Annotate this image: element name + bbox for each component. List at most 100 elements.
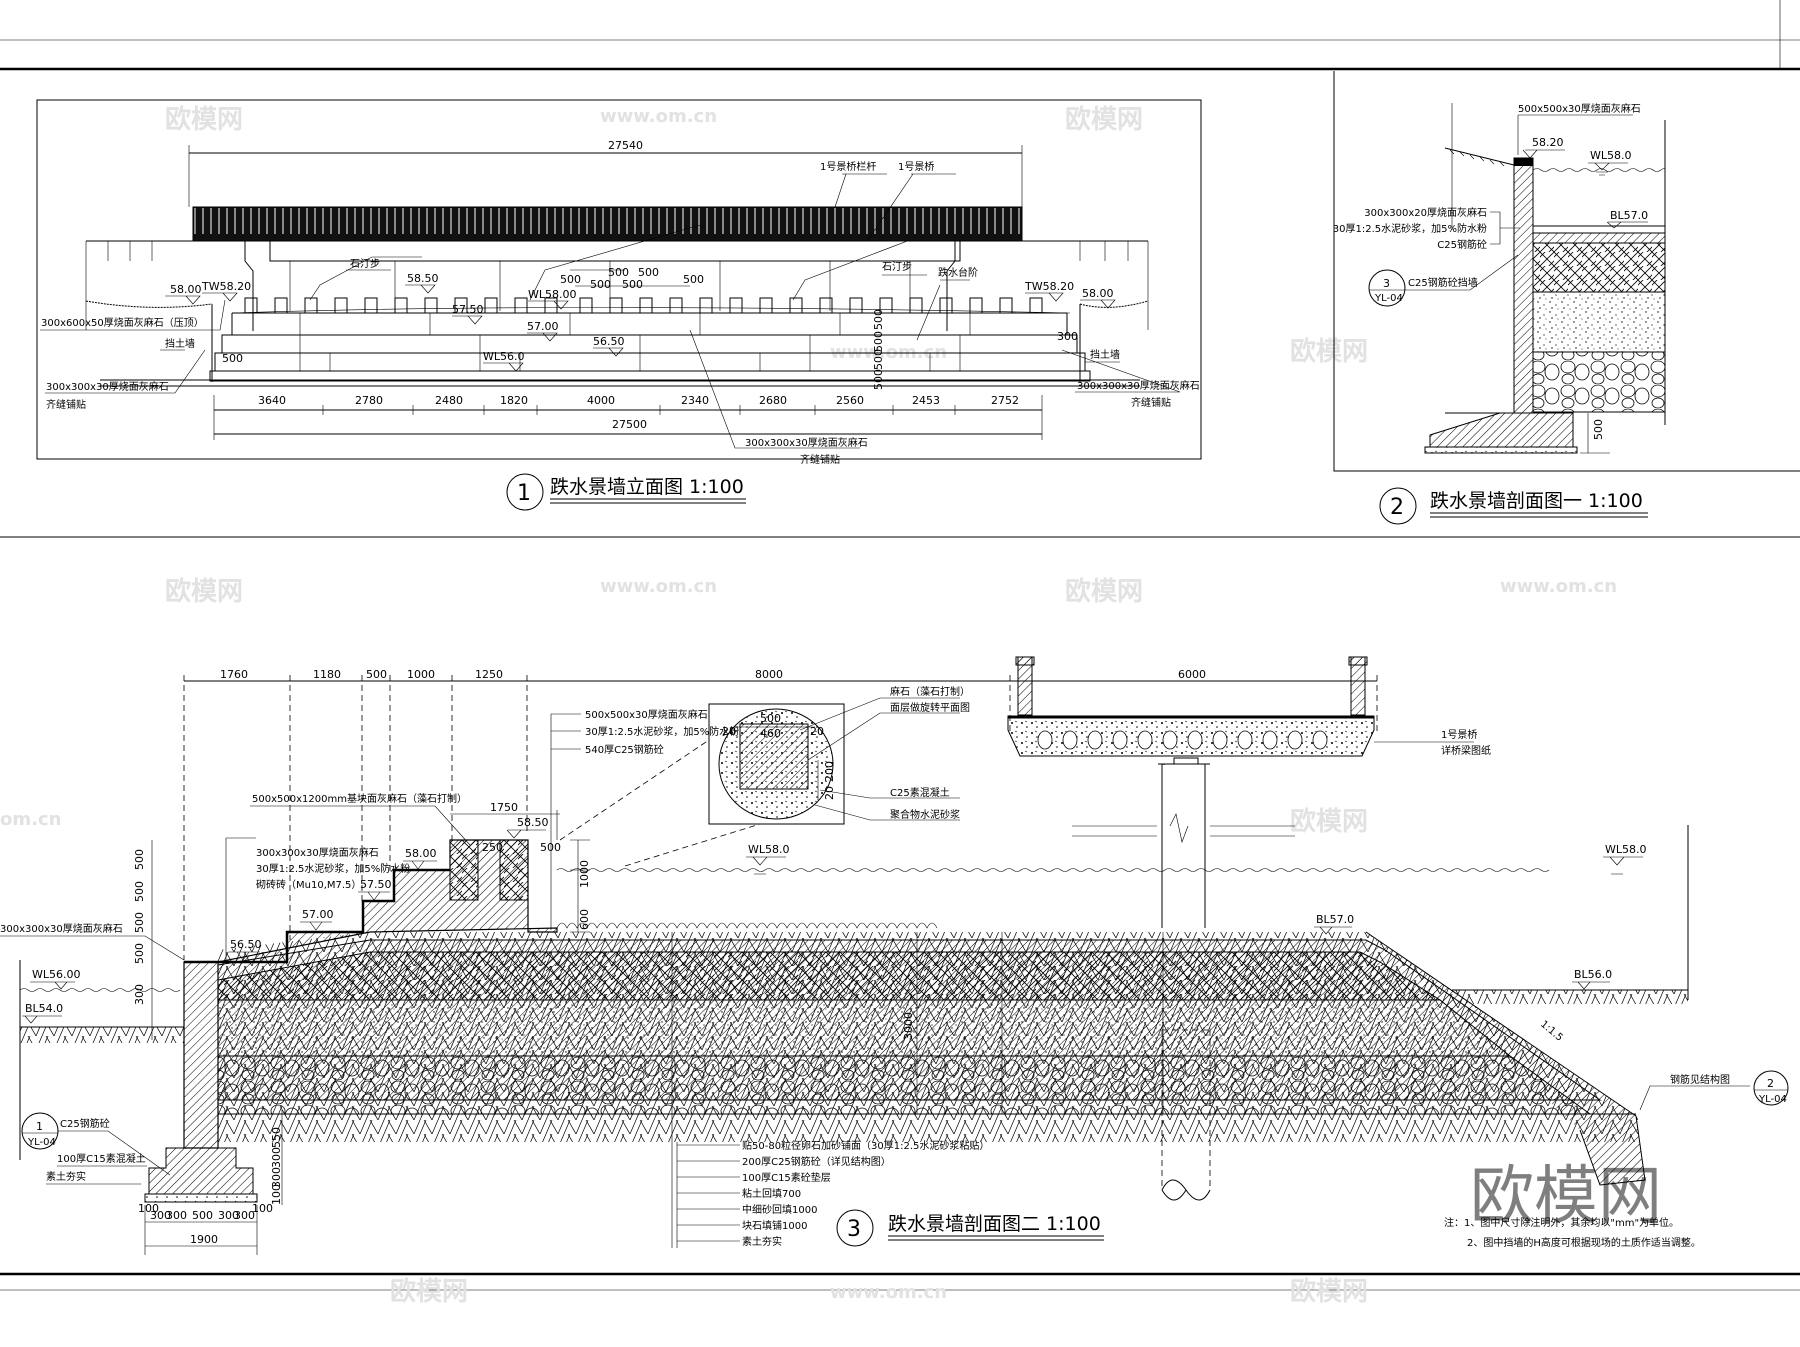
- label-retaining-wall: 挡土墙: [165, 337, 195, 350]
- dim-label: 300: [270, 1147, 283, 1168]
- dim-label: 500: [872, 369, 885, 390]
- dim-label: 1000: [578, 860, 591, 888]
- elev-label: 58.00: [1082, 287, 1114, 300]
- pebble-layer: [1532, 225, 1666, 234]
- watermark: 欧模网: [1290, 806, 1368, 837]
- label-paving: 300x300x30厚烧面灰麻石: [46, 380, 169, 393]
- title-circle: [506, 473, 544, 511]
- watermark: 欧模网: [390, 1276, 468, 1307]
- elev-label: 56.50: [230, 938, 262, 951]
- label-paving: 300x300x30厚烧面灰麻石: [1077, 379, 1200, 392]
- elev-label: WL58.0: [1590, 149, 1632, 162]
- dim-label: 500: [133, 849, 146, 870]
- label-retaining-wall: 挡土墙: [1090, 348, 1120, 361]
- dim-label: 6000: [1178, 668, 1206, 681]
- dim-label: 500: [683, 273, 704, 286]
- watermark: 欧模网: [165, 104, 243, 135]
- label-footing: C25钢筋砼: [60, 1117, 110, 1130]
- retaining-wall: [1513, 157, 1534, 414]
- detail-ref-sheet: YL-04: [1374, 293, 1403, 304]
- title-number: 3: [847, 1217, 861, 1242]
- watermark: 欧模网: [165, 576, 243, 607]
- stone-block: [449, 839, 479, 901]
- legend-item: 块石填铺1000: [742, 1219, 807, 1232]
- drawing-title: 跌水景墙剖面图二 1:100: [888, 1213, 1101, 1235]
- watermarks: 欧模网 www.om.cn 欧模网 欧模网 www.om.cn 欧模网 www.…: [0, 104, 1662, 1307]
- label-layer: 540厚C25钢筋砼: [585, 743, 664, 756]
- label-footing: 100厚C15素混凝土: [57, 1152, 146, 1165]
- label-layer: 500x500x30厚烧面灰麻石: [585, 708, 708, 721]
- dim-label: 1250: [475, 668, 503, 681]
- label-layer: 砌砖砖（Mu10,M7.5）: [256, 878, 361, 891]
- dim-label: 500: [560, 273, 581, 286]
- dim-label: 1750: [490, 801, 518, 814]
- elev-label: 57.00: [527, 320, 559, 333]
- dim-label: 550: [270, 1127, 283, 1148]
- detail-ref-number: 1: [36, 1120, 43, 1133]
- stepping-stones: [231, 297, 1071, 314]
- elev-label: BL57.0: [1316, 913, 1354, 926]
- dim-label: 500: [608, 266, 629, 279]
- elev-label: 58.20: [1532, 136, 1564, 149]
- elev-label: 57.50: [360, 878, 392, 891]
- section-one-panel: 500x500x30厚烧面灰麻石 58.20 WL58.0 BL57.0 300…: [1333, 71, 1800, 525]
- watermark: om.cn: [0, 809, 61, 830]
- dim-label: 500: [133, 912, 146, 933]
- elev-label: BL56.0: [1574, 968, 1612, 981]
- label-layer: 300x300x20厚烧面灰麻石: [1364, 206, 1487, 219]
- title-number: 1: [517, 481, 531, 506]
- dim-label: 300: [150, 1209, 171, 1222]
- detail-ref-sheet: YL-04: [1758, 1094, 1787, 1105]
- dim-overall-bottom: 27500: [612, 418, 647, 431]
- detail-ref-circle: [1753, 1070, 1789, 1106]
- dim-label: 3000: [902, 1012, 915, 1040]
- wall-footing: [1429, 412, 1574, 448]
- label-coping: 300x600x50厚烧面灰麻石（压顶）: [41, 316, 204, 329]
- label-layer: 30厚1:2.5水泥砂浆，加5%防水粉: [585, 725, 739, 738]
- sand-backfill: [217, 999, 1512, 1057]
- stone-block: [499, 839, 529, 901]
- elev-label: 58.50: [517, 816, 549, 829]
- bridge-section: 1号景桥 详桥梁图纸: [1007, 656, 1491, 1201]
- dim-label: 1180: [313, 668, 341, 681]
- dim-label: 100: [138, 1202, 159, 1215]
- watermark: www.om.cn: [600, 106, 717, 127]
- detail-ref-circle: [1368, 269, 1406, 307]
- watermark: 欧模网: [1290, 1276, 1368, 1307]
- label-detail: 面层做旋转平面图: [890, 701, 970, 714]
- elev-label: 57.00: [302, 908, 334, 921]
- label-detail: 聚合物水泥砂浆: [890, 808, 960, 821]
- watermark: 欧模网: [1065, 104, 1143, 135]
- dim-label: 200: [823, 761, 836, 782]
- dim-label: 8000: [755, 668, 783, 681]
- legend-item: 200厚C25钢筋砼（详见结构图）: [742, 1155, 891, 1168]
- dim-label: 300: [234, 1209, 255, 1222]
- elev-label: WL58.0: [1605, 843, 1647, 856]
- dim-overall-top: 27540: [608, 139, 643, 152]
- dim-label: 300: [270, 1167, 283, 1188]
- label-footing: 素土夯实: [46, 1170, 86, 1183]
- dim-label: 500: [133, 943, 146, 964]
- legend-item: 贴50-80粒径卵石加砂铺面（30厚1:2.5水泥砂浆粘贴）: [742, 1139, 989, 1152]
- dim-label: 20: [722, 725, 736, 738]
- legend-item: 中细砂回填1000: [742, 1203, 817, 1216]
- label-layer: 30厚1:2.5水泥砂浆，加5%防水粉: [1333, 222, 1487, 235]
- elev-label: 58.00: [170, 283, 202, 296]
- label-paving: 300x300x30厚烧面灰麻石: [0, 922, 123, 935]
- dim-label: 300: [166, 1209, 187, 1222]
- sheet-frame: [0, 0, 1800, 1291]
- vertical-dims: 500 500 500 500: [872, 309, 885, 390]
- dim-label: 500: [622, 278, 643, 291]
- dim-label: 500: [222, 352, 243, 365]
- dim-label: 500: [872, 331, 885, 352]
- water-line: [556, 868, 1550, 872]
- label-bridge: 1号景桥: [898, 161, 934, 173]
- elev-label: BL54.0: [25, 1002, 63, 1015]
- label-railing: 1号景桥栏杆: [820, 160, 876, 173]
- elev-label: WL58.00: [528, 288, 577, 301]
- rubble-fill: [217, 1055, 1592, 1115]
- dim-label: 20: [810, 725, 824, 738]
- detail-ref-number: 2: [1767, 1077, 1774, 1090]
- elev-label: TW58.20: [201, 280, 251, 293]
- elev-label: 56.50: [593, 335, 625, 348]
